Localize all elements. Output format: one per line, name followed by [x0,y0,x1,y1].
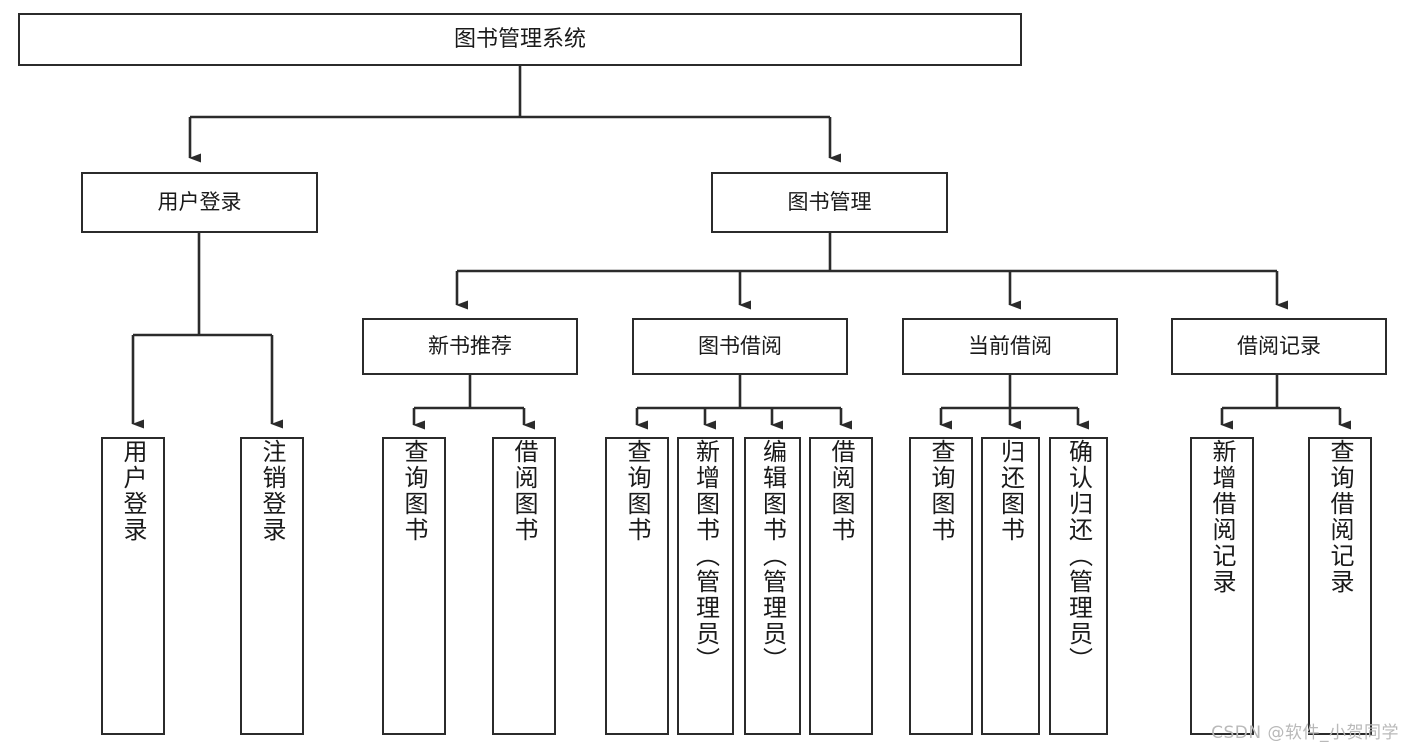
leaf-query-book-a[interactable]: 查询图书 [382,437,446,735]
leaf-edit-book-label: 编辑图书（管理员） [758,439,787,673]
node-book-borrow[interactable]: 图书借阅 [632,318,848,375]
node-root[interactable]: 图书管理系统 [18,13,1022,66]
leaf-confirm-return[interactable]: 确认归还（管理员） [1049,437,1108,735]
leaf-add-book-label: 新增图书（管理员） [691,439,720,673]
leaf-confirm-return-label: 确认归还（管理员） [1064,439,1093,673]
leaf-query-book-b-label: 查询图书 [623,439,651,543]
node-current-borrow-label: 当前借阅 [968,334,1052,359]
leaf-query-record-label: 查询借阅记录 [1326,439,1354,595]
leaf-user-login-label: 用户登录 [119,439,147,543]
leaf-user-login[interactable]: 用户登录 [101,437,165,735]
leaf-return-book-label: 归还图书 [996,439,1025,543]
node-new-book-rec-label: 新书推荐 [428,334,512,359]
leaf-borrow-book-b-label: 借阅图书 [827,439,855,543]
leaf-query-book-b[interactable]: 查询图书 [605,437,669,735]
leaf-borrow-book-a-label: 借阅图书 [510,439,538,543]
leaf-borrow-book-b[interactable]: 借阅图书 [809,437,873,735]
leaf-query-record[interactable]: 查询借阅记录 [1308,437,1372,735]
watermark: CSDN @软件_小贺同学 [1211,723,1399,743]
leaf-edit-book[interactable]: 编辑图书（管理员） [744,437,801,735]
node-user-login[interactable]: 用户登录 [81,172,318,233]
node-book-manage-label: 图书管理 [787,190,872,215]
node-user-login-label: 用户登录 [157,190,242,215]
leaf-add-book[interactable]: 新增图书（管理员） [677,437,734,735]
leaf-query-book-c-label: 查询图书 [927,439,955,543]
leaf-query-book-c[interactable]: 查询图书 [909,437,973,735]
leaf-borrow-book-a[interactable]: 借阅图书 [492,437,556,735]
leaf-return-book[interactable]: 归还图书 [981,437,1040,735]
node-root-label: 图书管理系统 [453,26,586,52]
node-book-manage[interactable]: 图书管理 [711,172,948,233]
leaf-add-record-label: 新增借阅记录 [1208,439,1236,595]
node-book-borrow-label: 图书借阅 [698,334,782,359]
node-borrow-record[interactable]: 借阅记录 [1171,318,1387,375]
leaf-logout-label: 注销登录 [258,439,286,543]
node-borrow-record-label: 借阅记录 [1237,334,1321,359]
leaf-add-record[interactable]: 新增借阅记录 [1190,437,1254,735]
node-new-book-rec[interactable]: 新书推荐 [362,318,578,375]
leaf-query-book-a-label: 查询图书 [400,439,428,543]
node-current-borrow[interactable]: 当前借阅 [902,318,1118,375]
leaf-logout[interactable]: 注销登录 [240,437,304,735]
